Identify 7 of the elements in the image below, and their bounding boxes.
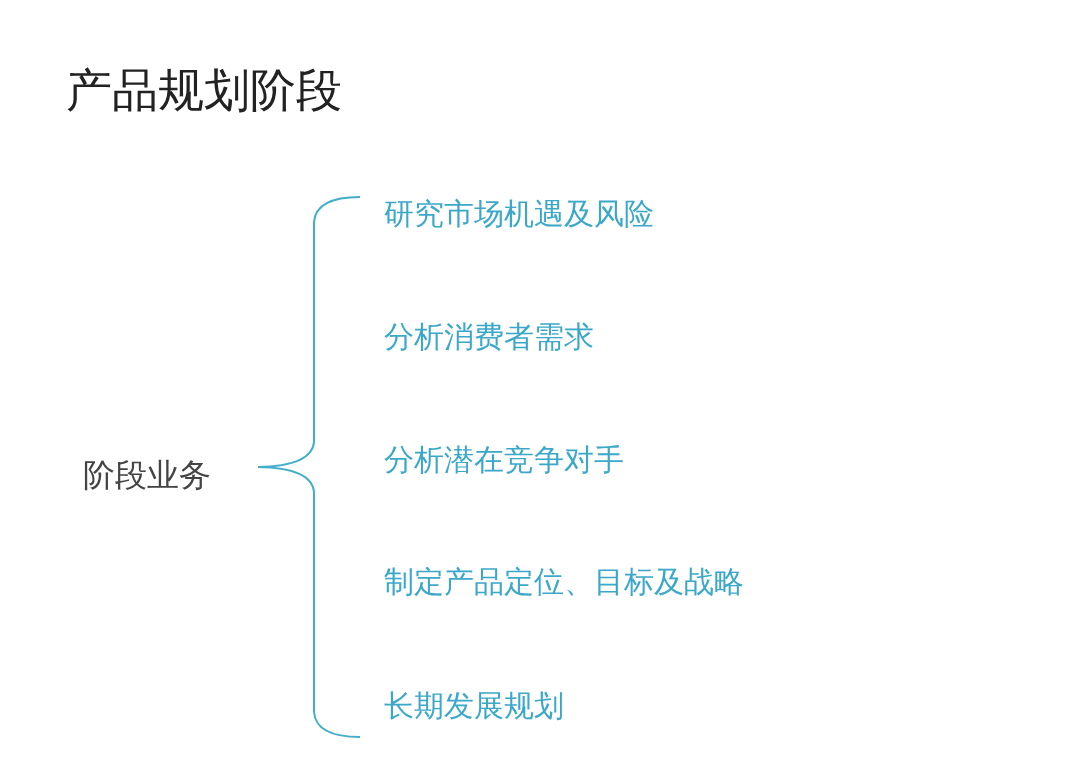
- list-item: 长期发展规划: [384, 688, 564, 724]
- title: 产品规划阶段: [66, 63, 342, 118]
- list-item: 制定产品定位、目标及战略: [384, 564, 744, 600]
- list-item: 研究市场机遇及风险: [384, 196, 654, 232]
- list-item: 分析消费者需求: [384, 319, 594, 355]
- group-label: 阶段业务: [83, 456, 211, 495]
- list-item: 分析潜在竞争对手: [384, 442, 624, 478]
